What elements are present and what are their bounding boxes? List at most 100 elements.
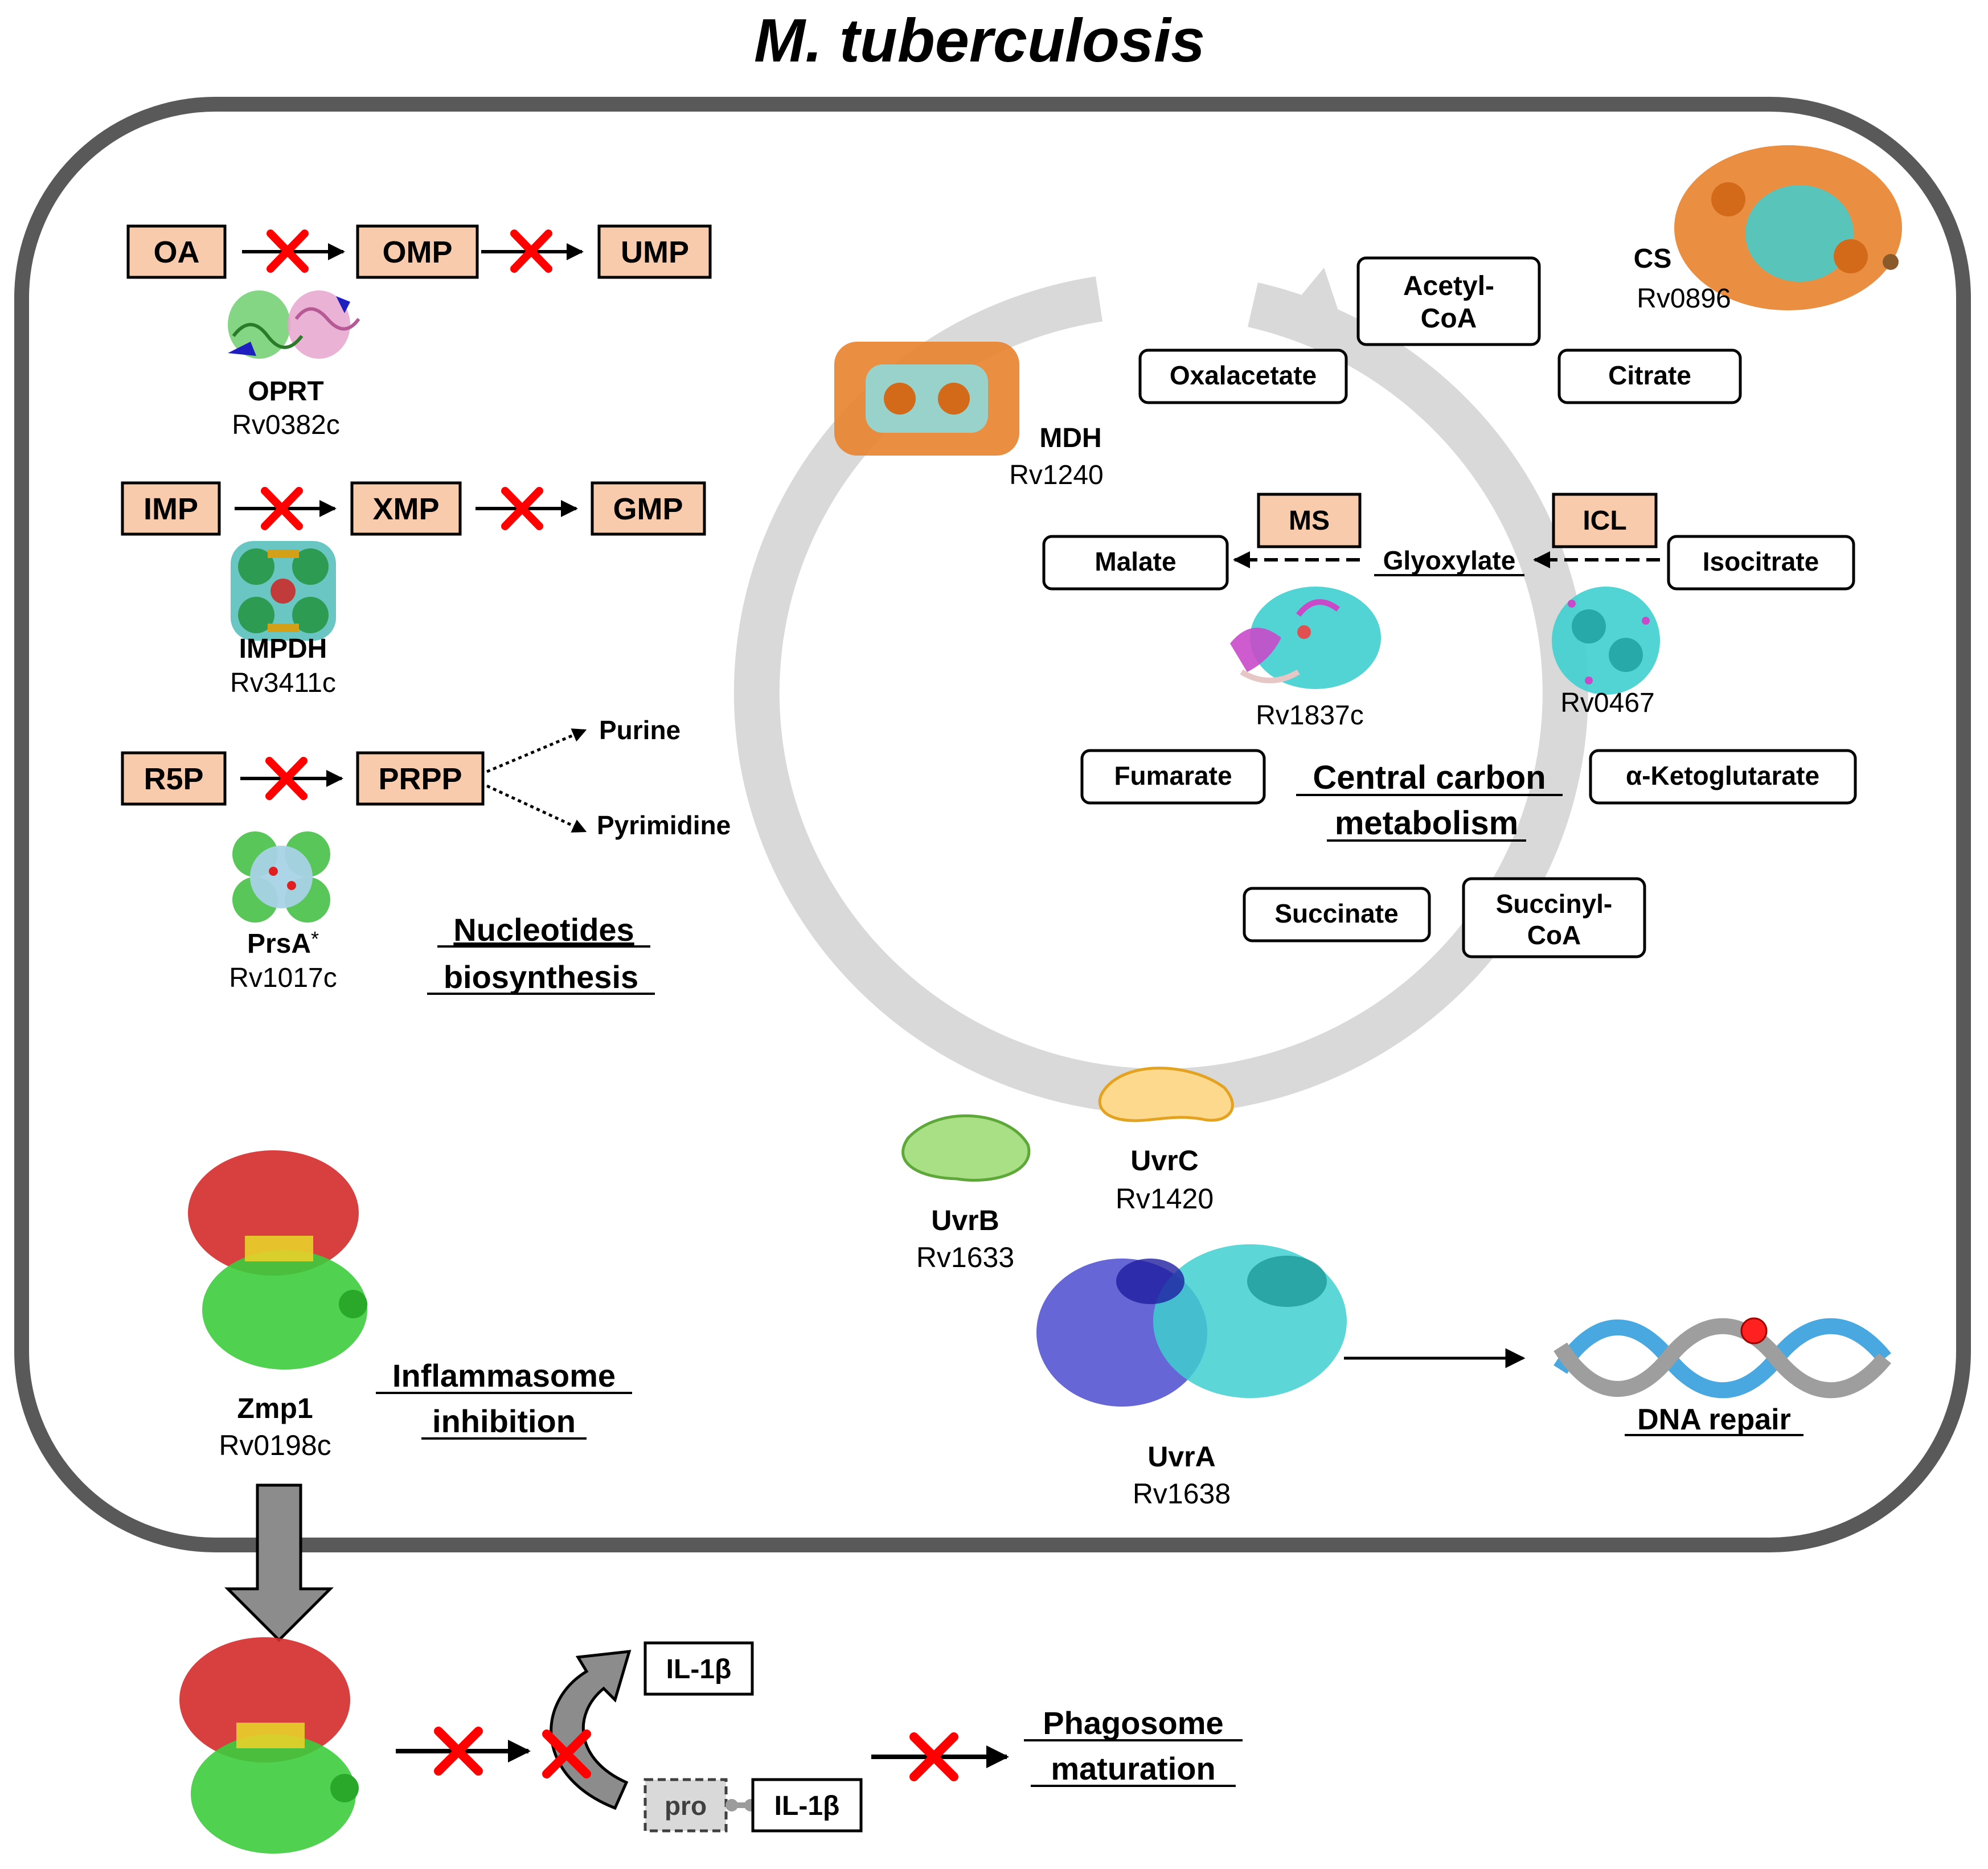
inhibition-cross <box>265 757 308 800</box>
impdh-structure-icon <box>231 541 336 641</box>
nucleotides-heading-line1: Nucleotides <box>453 912 634 948</box>
metabolite-box-gmp <box>591 481 706 536</box>
metabolite-acetyl-coa-line2: CoA <box>1421 304 1477 334</box>
metabolite-succinyl-coa-line1: Succinyl- <box>1496 889 1613 919</box>
metabolite-isocitrate: Isocitrate <box>1703 547 1819 576</box>
metabolite-succinyl-coa-line2: CoA <box>1527 920 1581 950</box>
il1b-pro-label: IL-1β <box>774 1791 840 1821</box>
metabolite-box-omp <box>356 224 479 279</box>
ccm-heading-line2: metabolism <box>1335 805 1518 842</box>
metabolite-box-acetyl-coa <box>1356 256 1541 346</box>
mdh-structure-icon <box>834 342 1019 456</box>
pyrimidine-pathway: OA OMP UMP OPRT Rv0382c <box>126 224 712 440</box>
uvrb-shape <box>901 1114 1031 1182</box>
pro-domain-box <box>643 1778 728 1833</box>
gene-id-uvrc: Rv1420 <box>1116 1183 1214 1215</box>
dotted-arrow-pyrimidine <box>486 784 587 833</box>
metabolite-label-xmp: XMP <box>372 492 439 526</box>
uvrc-shape <box>1098 1067 1234 1122</box>
nucleotides-heading-line2: biosynthesis <box>444 959 638 995</box>
metabolite-box-r5p <box>121 751 227 806</box>
metabolite-fumarate: Fumarate <box>1114 761 1232 790</box>
inhibition-cross <box>909 1732 958 1781</box>
inhibition-cross <box>267 229 309 273</box>
metabolite-malate: Malate <box>1095 547 1176 576</box>
enzyme-icl: ICL <box>1583 506 1626 536</box>
metabolite-box-ump <box>597 224 712 279</box>
enzyme-box-ms <box>1257 493 1362 548</box>
tca-cycle-arrowhead <box>1284 268 1341 319</box>
ms-structure-icon <box>1230 587 1381 689</box>
phagosome-heading-line2: maturation <box>1051 1751 1215 1786</box>
gene-id-uvra: Rv1638 <box>1133 1478 1231 1510</box>
metabolite-box-xmp <box>350 481 462 536</box>
enzyme-name-cs: CS <box>1634 244 1672 274</box>
enzyme-ms: MS <box>1289 506 1330 536</box>
enzyme-name-oprt: OPRT <box>248 376 323 407</box>
protein-name-uvra: UvrA <box>1147 1441 1215 1473</box>
dna-repair-heading: DNA repair <box>1637 1403 1791 1436</box>
inflammasome-heading-line1: Inflammasome <box>392 1358 616 1393</box>
cell-wall <box>14 97 1971 1552</box>
metabolite-box-citrate <box>1557 349 1742 404</box>
dna-lesion-icon <box>1740 1317 1768 1345</box>
purine-pathway: IMP XMP GMP IM <box>121 481 706 698</box>
inflammasome-section: Zmp1 Rv0198c Inflammasome inhibition IL-… <box>179 1150 1243 1854</box>
figure-title: M. tuberculosis <box>754 6 1205 75</box>
dotted-arrow-purine <box>486 728 587 773</box>
enzyme-name-mdh: MDH <box>1039 423 1101 453</box>
metabolite-box-ketoglutarate <box>1589 749 1857 805</box>
ccm-heading-line1: Central carbon <box>1313 759 1546 796</box>
zmp1-structure-icon <box>188 1150 367 1370</box>
gene-id-impdh: Rv3411c <box>230 668 336 698</box>
metabolite-box-imp <box>121 481 221 536</box>
inhibition-cross <box>510 229 552 273</box>
metabolite-box-succinyl-coa <box>1462 877 1646 958</box>
protein-name-uvrb: UvrB <box>931 1204 999 1236</box>
metabolite-label-r5p: R5P <box>144 762 203 796</box>
enzyme-box-icl <box>1552 493 1658 548</box>
product-pyrimidine: Pyrimidine <box>597 810 731 840</box>
product-purine: Purine <box>599 715 681 745</box>
gene-id-zmp1: Rv0198c <box>219 1429 331 1461</box>
secretion-arrow <box>224 1483 334 1642</box>
inhibition-cross <box>542 1729 591 1778</box>
gene-id-cs: Rv0896 <box>1637 284 1731 314</box>
secreted-zmp1-structure-icon <box>179 1637 359 1854</box>
metabolite-box-oa <box>126 224 227 279</box>
metabolite-box-isocitrate <box>1667 535 1855 591</box>
gene-id-icl: Rv0467 <box>1560 688 1654 718</box>
dna-helix-icon <box>1553 1317 1891 1399</box>
oprt-structure-icon <box>228 290 360 359</box>
uvra-structure-icon <box>1036 1244 1347 1407</box>
metabolite-box-succinate <box>1243 887 1431 942</box>
gene-id-mdh: Rv1240 <box>1009 460 1103 490</box>
metabolite-label-imp: IMP <box>144 492 198 526</box>
prpp-pathway: R5P PRPP Purine Pyrimidine PrsA* <box>121 715 731 993</box>
metabolite-box-oxalacetate <box>1138 349 1348 404</box>
inflammasome-heading-line2: inhibition <box>432 1403 576 1439</box>
gene-id-oprt: Rv0382c <box>232 410 339 440</box>
icl-structure-icon <box>1552 587 1660 695</box>
gene-id-ms: Rv1837c <box>1256 700 1363 731</box>
inhibition-cross <box>434 1727 483 1776</box>
gene-id-uvrb: Rv1633 <box>916 1241 1014 1273</box>
pro-linker-node <box>725 1799 738 1811</box>
metabolite-oxalacetate: Oxalacetate <box>1170 360 1317 390</box>
metabolite-box-fumarate <box>1080 749 1266 805</box>
metabolite-box-prpp <box>356 751 485 806</box>
gene-id-prsa: Rv1017c <box>229 963 337 993</box>
metabolite-glyoxylate: Glyoxylate <box>1383 546 1516 575</box>
nucleotides-section: OA OMP UMP OPRT Rv0382c <box>121 224 731 995</box>
enzyme-name-prsa: PrsA* <box>247 927 319 959</box>
metabolite-citrate: Citrate <box>1608 360 1691 390</box>
inhibition-cross <box>501 487 543 530</box>
metabolite-label-gmp: GMP <box>613 492 683 526</box>
metabolite-label-omp: OMP <box>382 235 452 269</box>
cs-structure-icon <box>1674 145 1902 310</box>
prsa-structure-icon <box>232 831 330 923</box>
protein-name-uvrc: UvrC <box>1130 1145 1198 1177</box>
metabolite-ketoglutarate: α-Ketoglutarate <box>1626 761 1819 790</box>
enzyme-name-zmp1: Zmp1 <box>237 1392 313 1424</box>
